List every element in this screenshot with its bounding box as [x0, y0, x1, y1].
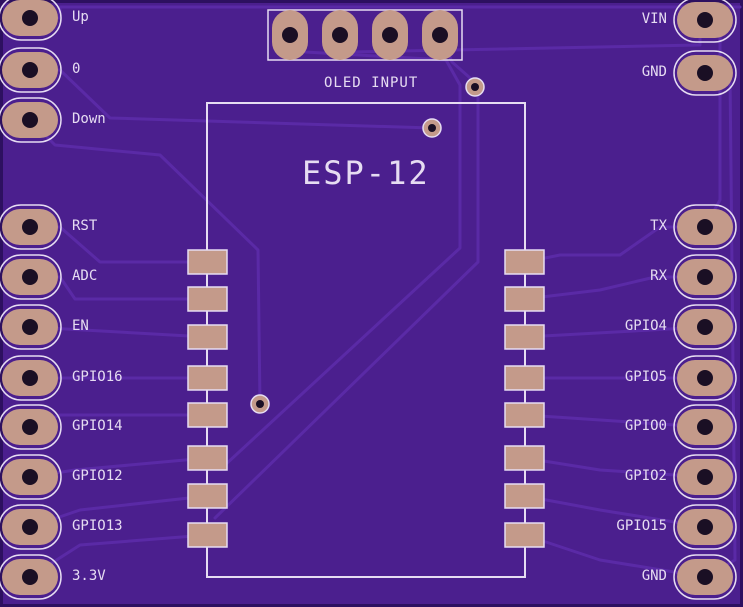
esp12-pad-left: [187, 402, 228, 428]
left-pin-label: GPIO16: [72, 369, 123, 385]
copper-trace: [523, 494, 707, 529]
pad-drill: [697, 419, 713, 435]
right-pin-label: RX: [650, 268, 667, 284]
pad-drill: [697, 219, 713, 235]
esp12-pad-left: [187, 324, 228, 350]
esp12-pad-left: [187, 286, 228, 312]
via-drill: [471, 83, 479, 91]
copper-trace: [523, 325, 707, 339]
pad-drill: [697, 519, 713, 535]
left-pin-label: GPIO14: [72, 418, 123, 434]
pad-drill: [382, 27, 398, 43]
pad-drill: [697, 269, 713, 285]
pad-silk-outline: [673, 554, 737, 600]
esp12-pad-right: [504, 402, 545, 428]
pad-silk-outline: [673, 0, 737, 43]
pad-drill: [22, 469, 38, 485]
pad-drill: [22, 269, 38, 285]
right-pin-label: GPIO5: [624, 369, 667, 385]
pad-drill: [22, 62, 38, 78]
pad-drill: [22, 319, 38, 335]
pad-drill: [432, 27, 448, 43]
pad-silk-outline: [0, 254, 62, 300]
pad-drill: [697, 65, 713, 81]
pad-silk-outline: [0, 304, 62, 350]
pad-drill: [697, 12, 713, 28]
left-pin-label: 0: [72, 61, 81, 77]
pad-drill: [697, 319, 713, 335]
pad-silk-outline: [0, 204, 62, 250]
left-pin-label: GPIO13: [72, 518, 123, 534]
pad-silk-outline: [0, 355, 62, 401]
left-pin-label: RST: [72, 218, 98, 234]
esp12-pad-right: [504, 249, 545, 275]
esp12-pad-left: [187, 445, 228, 471]
left-pin-label: ADC: [72, 268, 98, 284]
pad-drill: [697, 469, 713, 485]
pad-silk-outline: [0, 454, 62, 500]
pad-drill: [22, 219, 38, 235]
pad-silk-outline: [673, 254, 737, 300]
copper-trace: [523, 413, 707, 429]
oled-input-label: OLED INPUT: [324, 75, 419, 91]
esp12-pad-left: [187, 365, 228, 391]
pad-silk-outline: [673, 304, 737, 350]
esp12-pad-right: [504, 365, 545, 391]
pad-drill: [697, 569, 713, 585]
esp12-pad-right: [504, 445, 545, 471]
left-pin-label: GPIO12: [72, 468, 123, 484]
pad-silk-outline: [673, 50, 737, 96]
left-pin-label: Down: [72, 111, 106, 127]
pad-silk-outline: [673, 355, 737, 401]
oled-header-outline: [267, 9, 463, 61]
esp12-pad-left: [187, 522, 228, 548]
esp12-module-label: ESP-12: [302, 154, 430, 192]
right-pin-label: GND: [641, 568, 667, 584]
pad-drill: [22, 370, 38, 386]
esp12-pad-right: [504, 324, 545, 350]
pad-drill: [697, 370, 713, 386]
right-pin-label: VIN: [641, 11, 667, 27]
left-pin-label: Up: [72, 9, 89, 25]
right-pin-label: GPIO2: [624, 468, 667, 484]
copper-trace: [523, 225, 707, 264]
pad-silk-outline: [0, 47, 62, 93]
right-pin-label: GPIO4: [624, 318, 667, 334]
copper-trace: [523, 533, 707, 579]
right-pin-label: TX: [650, 218, 667, 234]
pad-silk-outline: [673, 454, 737, 500]
pad-drill: [282, 27, 298, 43]
left-pin-label: EN: [72, 318, 89, 334]
pad-drill: [22, 10, 38, 26]
pad-silk-outline: [673, 404, 737, 450]
esp12-pad-right: [504, 522, 545, 548]
pad-drill: [332, 27, 348, 43]
pad-silk-outline: [0, 0, 62, 41]
pad-silk-outline: [0, 554, 62, 600]
pad-silk-outline: [0, 504, 62, 550]
pad-drill: [22, 112, 38, 128]
copper-trace: [28, 325, 209, 339]
copper-trace: [523, 456, 707, 479]
pad-drill: [22, 519, 38, 535]
left-pin-label: 3.3V: [72, 568, 106, 584]
esp12-pad-left: [187, 249, 228, 275]
esp12-pad-right: [504, 286, 545, 312]
right-pin-label: GPIO15: [616, 518, 667, 534]
via-drill: [256, 400, 264, 408]
right-pin-label: GND: [641, 64, 667, 80]
pad-drill: [22, 419, 38, 435]
pad-silk-outline: [0, 97, 62, 143]
pad-silk-outline: [673, 504, 737, 550]
pad-silk-outline: [673, 204, 737, 250]
pad-silk-outline: [0, 404, 62, 450]
esp12-pad-right: [504, 483, 545, 509]
pad-drill: [22, 569, 38, 585]
right-pin-label: GPIO0: [624, 418, 667, 434]
via-drill: [428, 124, 436, 132]
esp12-pad-left: [187, 483, 228, 509]
